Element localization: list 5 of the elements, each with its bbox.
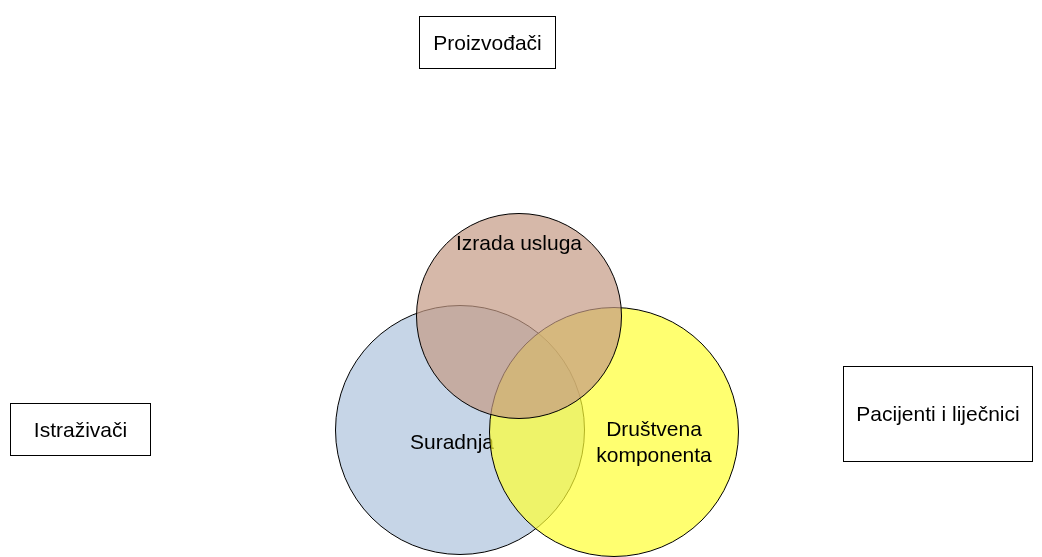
- text-box: Proizvođači: [419, 16, 556, 69]
- circle-label: Izrada usluga: [454, 230, 584, 256]
- text-box: Istraživači: [10, 403, 151, 456]
- circle-label: Društvena komponenta: [595, 416, 713, 468]
- text-box: Pacijenti i liječnici: [843, 366, 1033, 462]
